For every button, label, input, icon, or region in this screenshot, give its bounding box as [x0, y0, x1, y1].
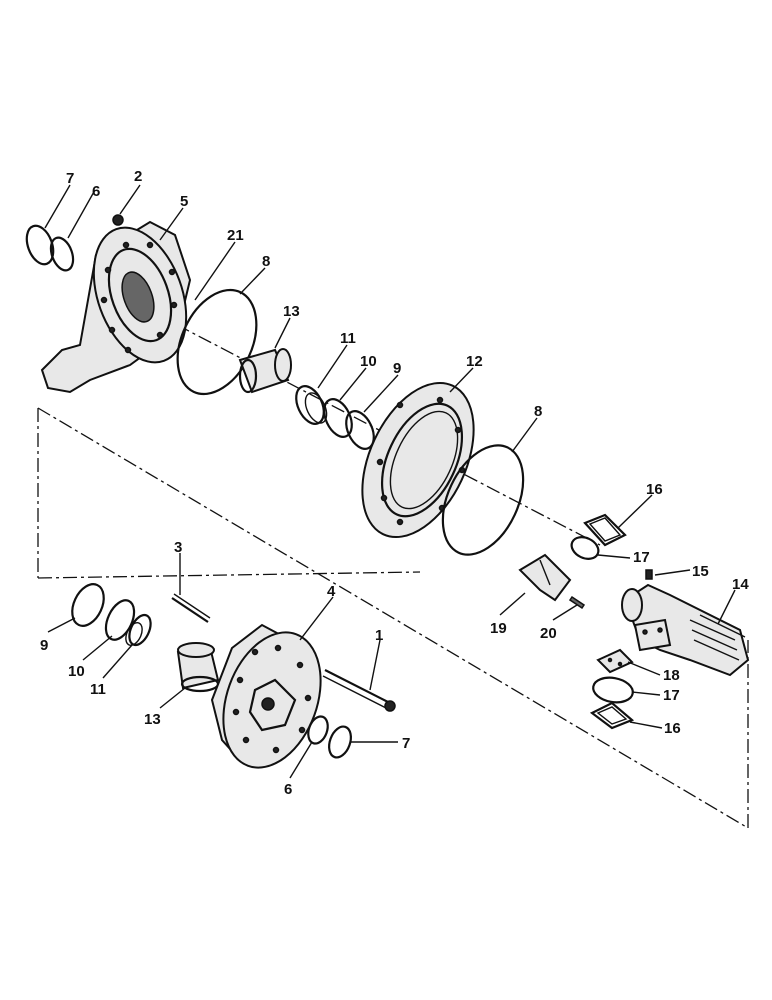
retaining-ring-11-top	[295, 385, 328, 425]
callout-16-top: 16	[646, 481, 663, 498]
flange-12	[361, 381, 475, 539]
callout-13-top: 13	[283, 303, 300, 320]
callout-12: 12	[466, 353, 483, 370]
large-o-ring-8-middle	[441, 444, 525, 556]
plug-15	[645, 569, 653, 580]
callout-1: 1	[375, 627, 383, 644]
callout-2: 2	[134, 168, 142, 185]
ring-10-top	[323, 398, 353, 438]
callout-9-bottom: 9	[40, 637, 48, 654]
grease-fitting-2	[112, 214, 124, 226]
callout-9-top: 9	[393, 360, 401, 377]
bearing-housing-4	[210, 623, 322, 769]
bushing-13-bottom	[176, 642, 220, 693]
shaft-fitting-14	[621, 583, 750, 677]
retaining-ring-11-bottom	[125, 613, 152, 647]
clamp-19	[518, 553, 572, 602]
ring-9-top	[345, 410, 375, 450]
callout-11-bottom: 11	[90, 681, 106, 698]
leader-lines	[44, 184, 736, 779]
ring-6-top	[49, 236, 75, 272]
callout-16-bottom: 16	[664, 720, 681, 737]
callout-8-middle: 8	[534, 403, 542, 420]
callout-4: 4	[327, 583, 336, 600]
bolt-1	[322, 669, 396, 712]
pin-20	[568, 595, 586, 610]
ring-10-bottom	[104, 599, 136, 641]
o-ring-7-top	[25, 224, 55, 266]
callout-7-bottom: 7	[402, 735, 410, 752]
callout-5: 5	[180, 193, 188, 210]
o-ring-7-bottom	[328, 725, 352, 759]
callout-11-top: 11	[340, 330, 356, 347]
callout-17-top: 17	[633, 549, 650, 566]
rod-3	[171, 593, 211, 623]
callout-6-bottom: 6	[284, 781, 292, 798]
callout-18: 18	[663, 667, 680, 684]
callout-21: 21	[227, 227, 244, 244]
callout-6-top: 6	[92, 183, 100, 200]
callout-17-bottom: 17	[663, 687, 680, 704]
gasket-16-top	[583, 513, 627, 547]
callout-labels: 7 6 2 5 21 8 13 11 10 9 12 8 16 17 15 14…	[40, 168, 749, 798]
callout-13-bottom: 13	[144, 711, 161, 728]
o-ring-17-top	[570, 536, 600, 560]
callout-20: 20	[540, 625, 557, 642]
callout-8-top: 8	[262, 253, 270, 270]
callout-7-top: 7	[66, 170, 74, 187]
assembly-centerlines	[37, 289, 749, 829]
callout-10-top: 10	[360, 353, 377, 370]
ring-9-bottom	[71, 583, 105, 627]
callout-15: 15	[692, 563, 709, 580]
o-ring-17-bottom	[592, 676, 634, 704]
callout-3: 3	[174, 539, 182, 556]
bearing-housing-5	[40, 220, 192, 394]
ring-6-bottom	[307, 715, 329, 745]
bushing-13-top	[238, 348, 292, 394]
plate-18	[596, 648, 634, 674]
callout-10-bottom: 10	[68, 663, 85, 680]
callout-14: 14	[732, 576, 749, 593]
callout-19: 19	[490, 620, 507, 637]
gasket-16-bottom	[589, 701, 635, 730]
